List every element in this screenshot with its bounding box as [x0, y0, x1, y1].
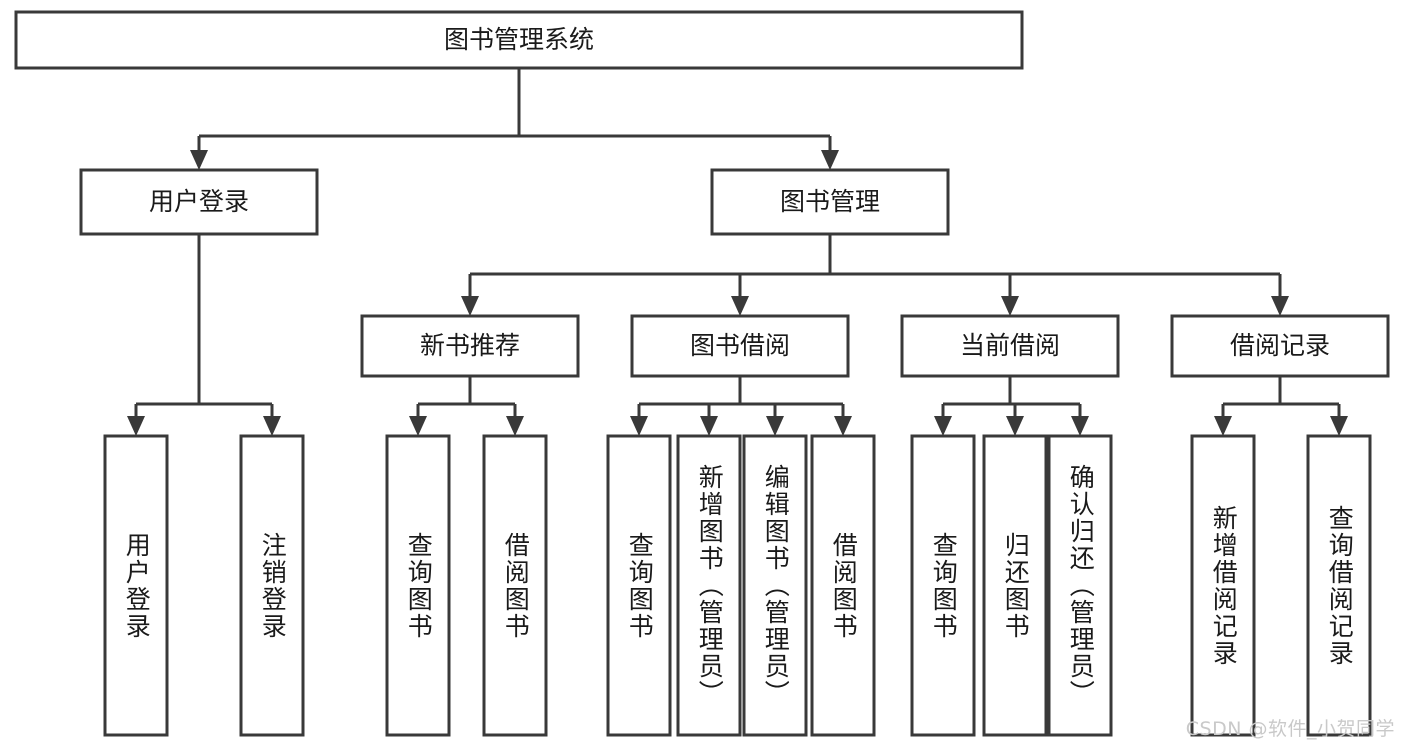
node-level3-box-3[interactable]	[1170, 314, 1390, 378]
arrow-head-icon	[1214, 416, 1232, 436]
node-leaf-box-4[interactable]	[606, 434, 672, 737]
node-leaf-box-6[interactable]	[742, 434, 808, 737]
arrow-head-icon	[461, 296, 479, 316]
node-leaf-box-5[interactable]	[676, 434, 742, 737]
node-leaf-box-7[interactable]	[810, 434, 876, 737]
node-level3-label-1: 图书借阅	[690, 331, 790, 360]
arrow-head-icon	[127, 416, 145, 436]
node-leaf-box-3[interactable]	[482, 434, 548, 737]
node-level3-box-2[interactable]	[900, 314, 1120, 378]
node-level3-box-1[interactable]	[630, 314, 850, 378]
node-root-box[interactable]	[14, 10, 1024, 70]
arrow-head-icon	[263, 416, 281, 436]
arrow-head-icon	[731, 296, 749, 316]
node-level2-box-1[interactable]	[710, 168, 950, 236]
node-level2-box-0[interactable]	[79, 168, 319, 236]
node-leaf-box-9[interactable]	[982, 434, 1048, 737]
node-leaf-box-12[interactable]	[1306, 434, 1372, 737]
node-level3-label-3: 借阅记录	[1230, 331, 1330, 360]
watermark-text: CSDN @软件_小贺同学	[1185, 718, 1395, 740]
node-level2-label-0: 用户登录	[149, 187, 249, 216]
node-leaf-box-8[interactable]	[910, 434, 976, 737]
arrow-head-icon	[1001, 296, 1019, 316]
arrow-head-icon	[409, 416, 427, 436]
arrow-head-icon	[1006, 416, 1024, 436]
node-leaf-box-1[interactable]	[239, 434, 305, 737]
node-level2-label-1: 图书管理	[780, 187, 880, 216]
arrow-head-icon	[700, 416, 718, 436]
node-leaf-box-2[interactable]	[385, 434, 451, 737]
arrow-head-icon	[190, 150, 208, 170]
arrow-head-icon	[1071, 416, 1089, 436]
arrow-head-icon	[834, 416, 852, 436]
arrow-head-icon	[821, 150, 839, 170]
arrow-head-icon	[1271, 296, 1289, 316]
arrow-head-icon	[766, 416, 784, 436]
node-level3-box-0[interactable]	[360, 314, 580, 378]
node-root-label: 图书管理系统	[444, 25, 594, 54]
arrow-head-icon	[1330, 416, 1348, 436]
node-leaf-box-11[interactable]	[1190, 434, 1256, 737]
arrow-head-icon	[934, 416, 952, 436]
arrow-head-icon	[506, 416, 524, 436]
node-leaf-box-0[interactable]	[103, 434, 169, 737]
node-level3-label-0: 新书推荐	[420, 331, 520, 360]
arrow-head-icon	[630, 416, 648, 436]
node-level3-label-2: 当前借阅	[960, 331, 1060, 360]
node-leaf-box-10[interactable]	[1047, 434, 1113, 737]
